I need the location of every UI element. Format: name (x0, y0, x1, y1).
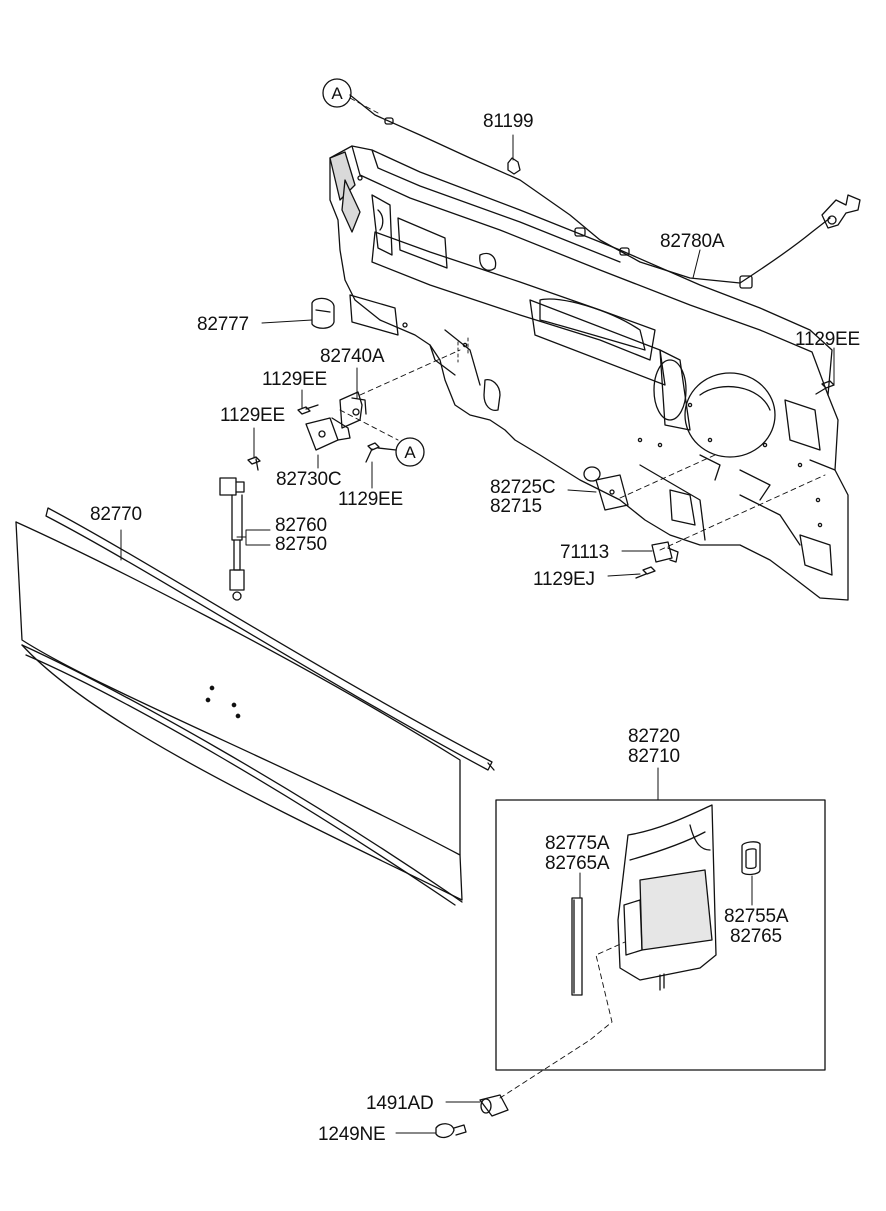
striker (583, 466, 629, 511)
label-82755a: 82755A (724, 906, 789, 927)
label-82725c: 82725C (490, 477, 556, 498)
tailgate-outer-panel (15, 507, 495, 906)
clip-71113 (651, 541, 679, 563)
label-1129ee-right: 1129EE (795, 329, 861, 350)
gas-strut (219, 477, 245, 601)
label-82775a: 82775A (545, 833, 610, 854)
label-81199: 81199 (483, 111, 534, 132)
label-71113: 71113 (560, 542, 610, 563)
trim-detail-box (495, 799, 826, 1071)
label-82765a: 82765A (545, 853, 610, 874)
label-82715: 82715 (490, 496, 542, 517)
label-1249ne: 1249NE (318, 1124, 386, 1145)
callout-circle-top (322, 78, 352, 108)
label-82750: 82750 (275, 534, 327, 555)
label-1129ej: 1129EJ (533, 569, 595, 590)
label-82730c: 82730C (276, 469, 342, 490)
label-82760: 82760 (275, 515, 327, 536)
callout-a-top: A (331, 84, 343, 103)
dash-lines (339, 97, 826, 1099)
label-82720: 82720 (628, 726, 680, 747)
tailgate-inner-panel (329, 145, 849, 601)
callout-a-mid: A (404, 443, 416, 462)
bolts (247, 380, 835, 579)
label-1129ee-b: 1129EE (220, 405, 286, 426)
label-82765: 82765 (730, 926, 782, 947)
label-82740a: 82740A (320, 346, 385, 367)
label-82770: 82770 (90, 504, 142, 525)
leader-lines (120, 134, 835, 1134)
rubber-bumper (311, 297, 335, 329)
release-cable (349, 94, 861, 289)
label-1129ee-c: 1129EE (338, 489, 404, 510)
hinge-assembly (305, 391, 367, 451)
label-1129ee-a: 1129EE (262, 369, 328, 390)
fasteners-bottom (435, 1094, 509, 1139)
callout-circle-mid (395, 437, 425, 467)
label-82710: 82710 (628, 746, 680, 767)
label-82780a: 82780A (660, 231, 725, 252)
label-1491ad: 1491AD (366, 1093, 434, 1114)
label-82777: 82777 (197, 314, 249, 335)
